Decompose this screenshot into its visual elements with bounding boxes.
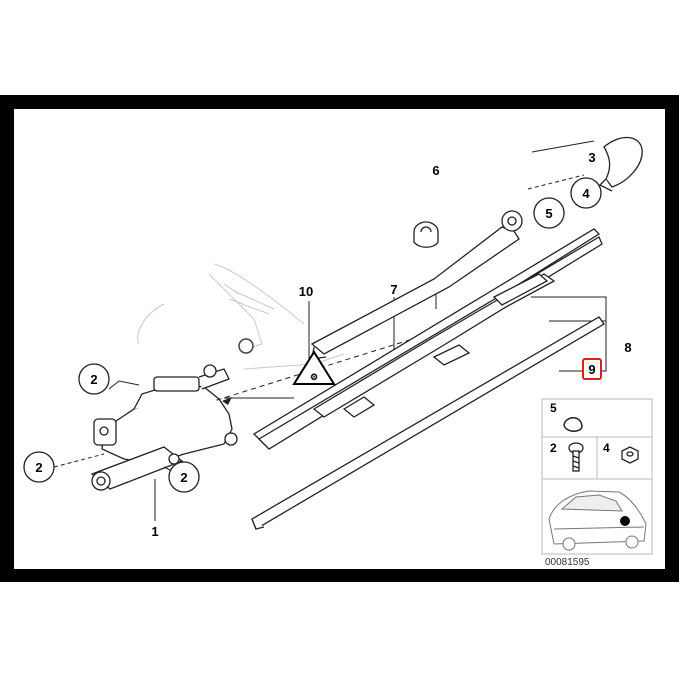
svg-text:5: 5 <box>550 401 557 415</box>
svg-text:8: 8 <box>624 340 631 355</box>
svg-text:2: 2 <box>35 460 42 475</box>
callout-4: 4 <box>570 177 602 209</box>
document-number: 00081595 <box>545 557 590 568</box>
callout-7: 7 <box>390 282 397 297</box>
parts-diagram: ⚙ 2 2 2 1 10 6 <box>23 136 653 568</box>
location-marker-icon <box>620 516 630 526</box>
svg-text:2: 2 <box>90 372 97 387</box>
callout-6: 6 <box>432 163 439 178</box>
nut-part <box>413 221 439 248</box>
svg-text:10: 10 <box>299 284 313 299</box>
svg-text:⚙: ⚙ <box>310 372 318 382</box>
svg-text:3: 3 <box>588 150 595 165</box>
svg-text:7: 7 <box>390 282 397 297</box>
wiper-blade <box>252 228 603 450</box>
wiper-motor <box>90 364 238 491</box>
hex-nut-icon <box>621 446 639 464</box>
wiper-refill-strip <box>251 316 605 530</box>
callout-2a: 2 <box>78 363 110 395</box>
svg-text:5: 5 <box>545 206 552 221</box>
warning-triangle-icon: ⚙ <box>292 350 336 385</box>
callout-10: 10 <box>299 284 313 299</box>
callout-1: 1 <box>151 524 158 539</box>
svg-text:4: 4 <box>582 186 590 201</box>
arrow-head <box>222 397 232 405</box>
gasket-icon <box>563 417 583 432</box>
callout-2c: 2 <box>168 461 200 493</box>
parts-diagram-canvas: ⚙ 2 2 2 1 10 6 <box>14 109 665 569</box>
car-location-icon <box>548 490 647 551</box>
callout-3: 3 <box>588 150 595 165</box>
bolt-icon <box>568 442 584 472</box>
wiper-arm <box>310 210 523 360</box>
svg-text:2: 2 <box>180 470 187 485</box>
svg-text:1: 1 <box>151 524 158 539</box>
callout-2b: 2 <box>23 451 55 483</box>
svg-text:2: 2 <box>550 441 557 455</box>
callout-5: 5 <box>533 197 565 229</box>
svg-text:4: 4 <box>603 441 610 455</box>
parts-legend: 5 2 4 <box>541 398 653 555</box>
svg-text:6: 6 <box>432 163 439 178</box>
svg-text:9: 9 <box>588 362 595 377</box>
callout-8: 8 <box>624 340 631 355</box>
image-frame: ⚙ 2 2 2 1 10 6 <box>0 95 679 582</box>
cover-cap <box>598 136 643 192</box>
grommet-hole <box>238 338 254 354</box>
callout-9-highlighted: 9 <box>582 358 602 380</box>
